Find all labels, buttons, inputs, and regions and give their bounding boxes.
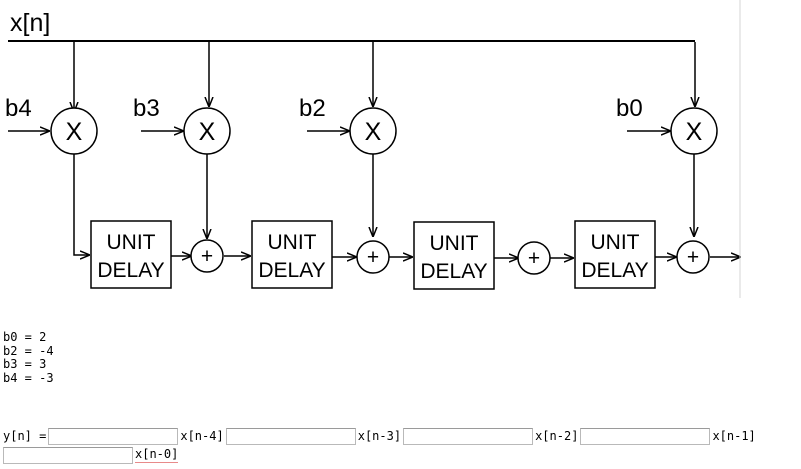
svg-text:X: X xyxy=(365,118,382,146)
term-label-n2: x[n-2] xyxy=(535,429,579,443)
unit-delay-1: UNIT DELAY xyxy=(90,220,172,289)
coef-label-b4: b4 xyxy=(5,95,32,122)
multiplier-b4: X xyxy=(50,107,98,155)
adder-2: + xyxy=(356,240,390,274)
svg-text:X: X xyxy=(66,118,83,146)
coef-input-n0[interactable] xyxy=(3,446,133,464)
term-label-n1: x[n-1] xyxy=(712,429,756,443)
fir-filter-diagram: x[n] b4 b3 b2 b0 X X X X UNIT DELAY xyxy=(5,0,801,298)
coef-value-b4: b4 = -3 xyxy=(3,370,54,385)
coefficient-values: b0 = 2 b2 = -4 b3 = 3 b4 = -3 xyxy=(3,330,54,385)
unit-delay-2: UNIT DELAY xyxy=(251,220,333,289)
equation-lhs: y[n] = xyxy=(3,429,47,443)
svg-text:DELAY: DELAY xyxy=(420,260,487,283)
svg-text:DELAY: DELAY xyxy=(258,259,325,282)
svg-text:DELAY: DELAY xyxy=(97,259,164,282)
multiplier-b3: X xyxy=(183,107,231,155)
term-label-n3: x[n-3] xyxy=(357,429,402,443)
svg-text:+: + xyxy=(367,246,379,269)
svg-text:DELAY: DELAY xyxy=(581,259,648,282)
adder-3: + xyxy=(517,241,551,275)
svg-text:X: X xyxy=(686,118,703,146)
svg-text:UNIT: UNIT xyxy=(430,232,479,255)
adder-1: + xyxy=(190,239,224,273)
adder-4: + xyxy=(676,240,710,274)
coef-label-b3: b3 xyxy=(133,95,160,122)
term-label-n0: x[n-0] xyxy=(135,447,179,463)
coef-label-b0: b0 xyxy=(616,95,643,122)
input-label: x[n] xyxy=(10,9,50,37)
svg-text:+: + xyxy=(528,247,540,270)
svg-text:UNIT: UNIT xyxy=(107,231,156,254)
coef-input-n3[interactable] xyxy=(225,427,356,445)
product-line-b4 xyxy=(73,154,89,255)
coef-input-n2[interactable] xyxy=(403,427,534,445)
multiplier-b0: X xyxy=(670,107,718,155)
coef-input-n1[interactable] xyxy=(580,427,711,445)
term-label-n4: x[n-4] xyxy=(180,429,224,443)
coef-label-b2: b2 xyxy=(299,95,326,122)
coef-input-n4[interactable] xyxy=(48,427,179,445)
coef-value-b2: b2 = -4 xyxy=(3,343,54,358)
svg-text:+: + xyxy=(687,246,699,269)
svg-text:UNIT: UNIT xyxy=(591,231,640,254)
unit-delay-4: UNIT DELAY xyxy=(574,220,656,289)
unit-delay-3: UNIT DELAY xyxy=(413,221,495,290)
coef-value-b3: b3 = 3 xyxy=(3,357,47,371)
coef-value-b0: b0 = 2 xyxy=(3,330,47,344)
svg-text:UNIT: UNIT xyxy=(268,231,317,254)
multiplier-b2: X xyxy=(349,107,397,155)
svg-text:+: + xyxy=(201,245,213,268)
svg-text:X: X xyxy=(199,118,216,146)
